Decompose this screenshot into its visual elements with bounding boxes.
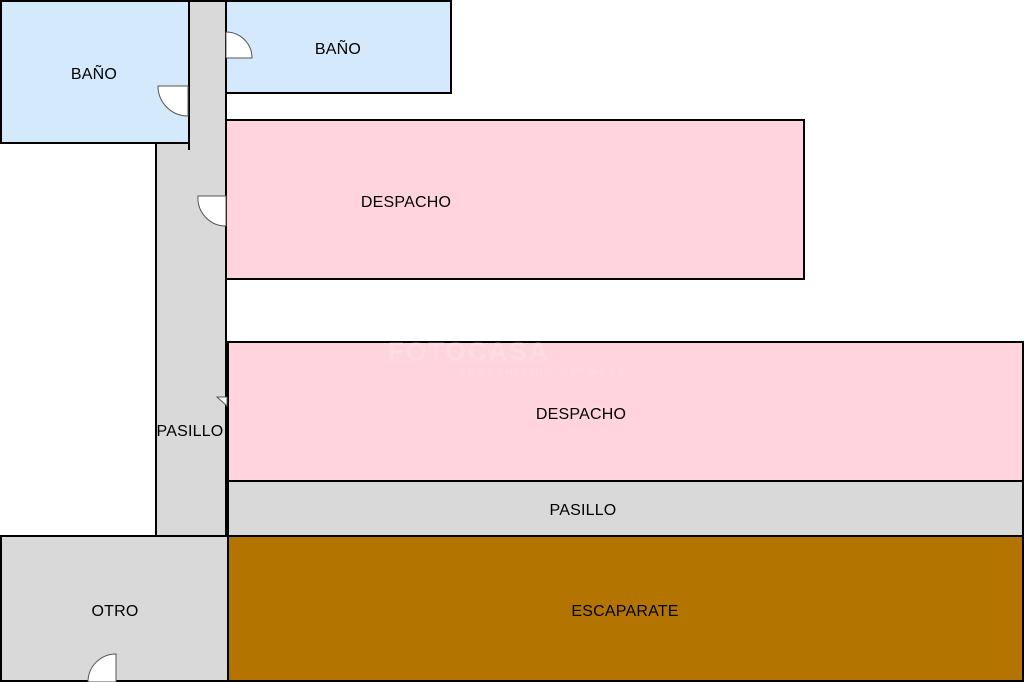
door-despacho-lower-icon	[215, 396, 228, 408]
room-escaparate	[227, 535, 1024, 682]
door-bano-top-icon	[225, 31, 253, 59]
door-despacho-upper-icon	[197, 195, 227, 227]
room-label-bano-left: BAÑO	[70, 66, 118, 83]
watermark-logo: FOTOCASA FRANCHISING NETWORK	[388, 336, 628, 377]
room-bano-top	[225, 0, 452, 94]
door-otro-icon	[87, 653, 117, 682]
room-label-bano-top: BAÑO	[314, 41, 362, 58]
door-bano-left-icon	[157, 85, 189, 117]
room-despacho-upper	[225, 119, 805, 280]
watermark-sub-text: FRANCHISING NETWORK	[460, 367, 628, 377]
room-label-otro: OTRO	[91, 603, 139, 620]
corridor-vertical-top	[188, 0, 227, 150]
room-despacho-lower	[227, 341, 1024, 483]
room-label-pasillo-vertical: PASILLO	[156, 423, 224, 440]
room-label-despacho-upper: DESPACHO	[360, 194, 452, 211]
corridor-horizontal	[227, 480, 1024, 538]
room-bano-left	[0, 0, 190, 144]
room-label-escaparate: ESCAPARATE	[571, 603, 679, 620]
watermark-main-text: FOTOCASA	[388, 336, 550, 366]
room-label-despacho-lower: DESPACHO	[535, 406, 627, 423]
room-label-pasillo-horizontal: PASILLO	[549, 502, 617, 519]
